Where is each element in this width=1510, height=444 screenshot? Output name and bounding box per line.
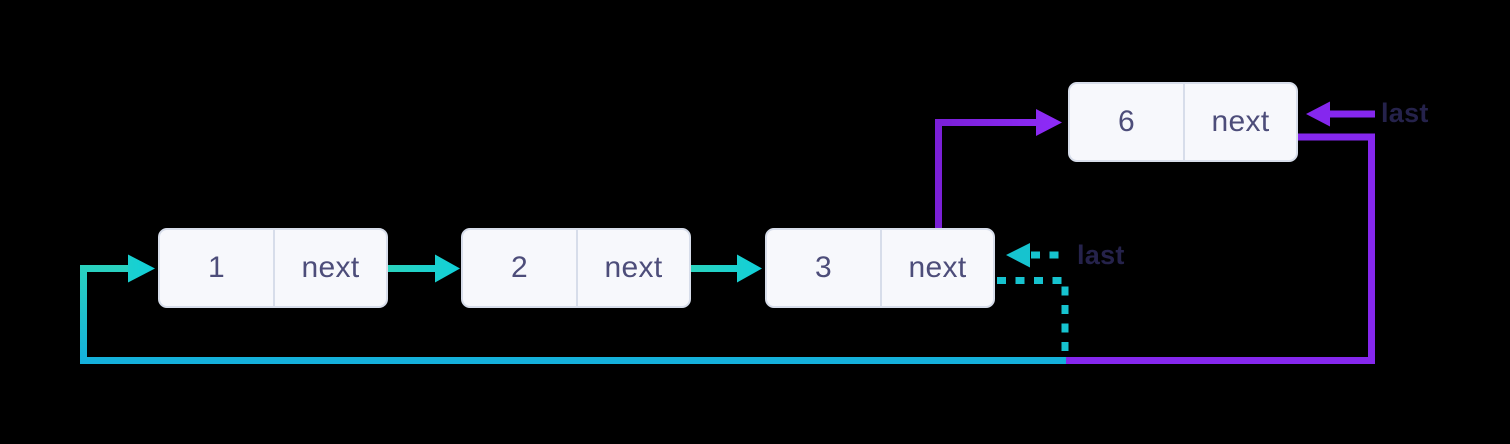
node6-next-return-line xyxy=(1066,133,1375,364)
node-1-value: 1 xyxy=(208,251,225,284)
node-3: 3 next xyxy=(765,228,995,308)
node-2-value: 2 xyxy=(511,251,528,284)
node-2: 2 next xyxy=(461,228,691,308)
node-3-next-cell: next xyxy=(880,230,993,306)
arrow-2-to-3 xyxy=(690,254,762,283)
new-last-pointer-arrow xyxy=(1306,101,1375,127)
head-loop-pointer xyxy=(80,254,1066,364)
old-last-pointer-arrowhead-icon xyxy=(1006,243,1030,268)
node-6: 6 next xyxy=(1068,82,1298,162)
arrow-3-to-6-line xyxy=(935,119,1036,228)
old-last-label: last xyxy=(1077,239,1125,270)
node-6-value: 6 xyxy=(1118,105,1135,138)
old-node3-next-link-dashed xyxy=(997,277,1069,354)
node-1-next-cell: next xyxy=(273,230,386,306)
head-loop-line xyxy=(80,265,1066,364)
node-2-next-cell: next xyxy=(576,230,689,306)
arrow-1-to-2 xyxy=(388,254,460,283)
arrow-3-to-6-arrowhead-icon xyxy=(1036,109,1062,136)
new-last-pointer-arrowhead-icon xyxy=(1306,101,1330,127)
arrow-3-to-6 xyxy=(935,109,1062,228)
node-1: 1 next xyxy=(158,228,388,308)
new-last-label: last xyxy=(1381,97,1429,128)
node-6-next-cell: next xyxy=(1183,84,1296,160)
old-last-pointer-arrow xyxy=(1006,243,1067,268)
node-3-value: 3 xyxy=(815,251,832,284)
arrow-2-to-3-arrowhead-icon xyxy=(737,254,762,283)
head-loop-arrowhead-icon xyxy=(128,254,155,283)
arrow-1-to-2-arrowhead-icon xyxy=(435,254,460,283)
